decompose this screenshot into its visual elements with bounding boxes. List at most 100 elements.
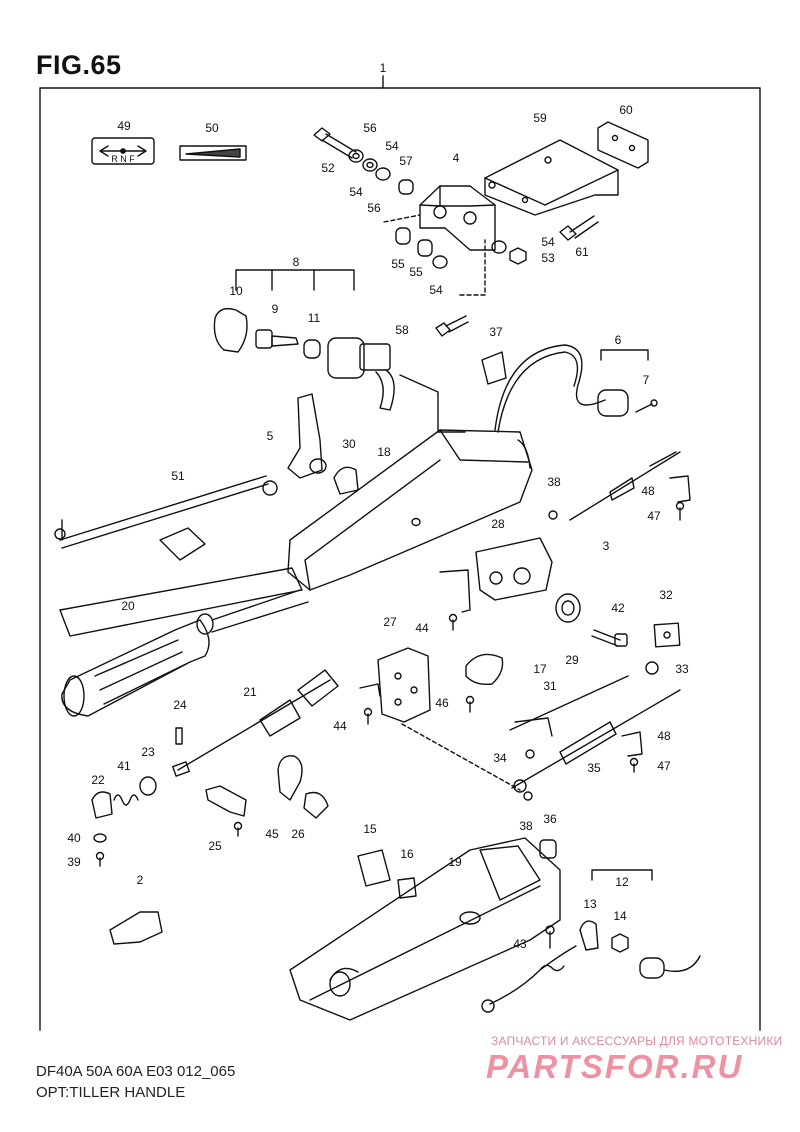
- part-41-spring: [113, 794, 139, 806]
- callout-59: 59: [533, 111, 547, 125]
- callout-37: 37: [489, 325, 503, 339]
- bracket-8: [235, 269, 355, 291]
- part-56-washer-b: [375, 167, 391, 181]
- part-16-clip: [397, 877, 417, 899]
- part-44-screw-b: [363, 707, 373, 725]
- part-56-washer: [348, 149, 364, 163]
- part-26-clamp: [277, 755, 329, 819]
- callout-26: 26: [291, 827, 305, 841]
- part-4-bracket: [419, 185, 496, 251]
- callout-47b: 47: [657, 759, 671, 773]
- callout-50: 50: [205, 121, 219, 135]
- callout-1: 1: [380, 61, 387, 75]
- part-17-knob: [465, 653, 504, 686]
- callout-49: 49: [117, 119, 131, 133]
- part-12-lanyard: [481, 945, 577, 1013]
- watermark-brand: PARTSFOR.RU: [486, 1048, 744, 1085]
- part-12-stop-switch: [639, 955, 701, 979]
- callout-39: 39: [67, 855, 81, 869]
- callout-35: 35: [587, 761, 601, 775]
- part-39-screw: [95, 851, 105, 867]
- part-52-bolt: [313, 127, 357, 159]
- part-23-collar: [139, 776, 157, 796]
- callout-28: 28: [491, 517, 505, 531]
- callout-4: 4: [453, 151, 460, 165]
- part-22-holder: [91, 791, 113, 819]
- callout-25: 25: [208, 839, 222, 853]
- part-20-grip: [61, 619, 210, 717]
- watermark-tagline: ЗАПЧАСТИ И АКСЕССУАРЫ ДЛЯ МОТОТЕХНИКИ: [491, 1034, 783, 1048]
- part-30-clip: [333, 466, 359, 495]
- callout-44: 44: [415, 621, 429, 635]
- callout-43: 43: [513, 937, 527, 951]
- part-11-ring: [303, 339, 321, 359]
- callout-55: 55: [391, 257, 405, 271]
- callout-13: 13: [583, 897, 597, 911]
- part-35-cable: [511, 689, 681, 793]
- callout-30: 30: [342, 437, 356, 451]
- callout-24: 24: [173, 698, 187, 712]
- part-55-collar-b: [417, 239, 433, 257]
- part-46-screw: [465, 695, 475, 713]
- callout-12: 12: [615, 875, 629, 889]
- part-55-collar: [395, 227, 411, 245]
- callout-5: 5: [267, 429, 274, 443]
- callout-6: 6: [615, 333, 622, 347]
- callout-42: 42: [611, 601, 625, 615]
- part-33-cap: [645, 661, 659, 675]
- callout-48b: 48: [657, 729, 671, 743]
- part-36-damper: [539, 839, 557, 859]
- part-47-screw-b: [629, 757, 639, 773]
- callout-61: 61: [575, 245, 589, 259]
- part-57-collar: [398, 179, 414, 195]
- part-9-key: [255, 329, 299, 349]
- section-title: OPT:TILLER HANDLE: [36, 1084, 186, 1101]
- part-21-cable: [172, 669, 339, 777]
- part-47-screw: [675, 501, 685, 521]
- part-37-grommet: [481, 351, 507, 385]
- callout-54b: 54: [349, 185, 363, 199]
- part-31-rod: [509, 675, 629, 737]
- callout-56: 56: [363, 121, 377, 135]
- callout-57: 57: [399, 154, 413, 168]
- part-15-relay: [357, 849, 391, 887]
- part-2-bracket: [109, 911, 163, 945]
- part-13-lanyard-clip: [579, 920, 599, 951]
- part-42-bolt: [591, 629, 628, 647]
- callout-22: 22: [91, 773, 105, 787]
- callout-40: 40: [67, 831, 81, 845]
- callout-20: 20: [121, 599, 135, 613]
- callout-2: 2: [137, 873, 144, 887]
- callout-44b: 44: [333, 719, 347, 733]
- callout-60: 60: [619, 103, 633, 117]
- part-48-bracket-b: [621, 731, 643, 757]
- part-51-link-rod: [54, 475, 278, 561]
- callout-56b: 56: [367, 201, 381, 215]
- callout-21: 21: [243, 685, 257, 699]
- callout-34: 34: [493, 751, 507, 765]
- callout-45: 45: [265, 827, 279, 841]
- callout-46: 46: [435, 696, 449, 710]
- callout-54d: 54: [429, 283, 443, 297]
- part-8-switch: [327, 337, 395, 411]
- callout-33: 33: [675, 662, 689, 676]
- callout-29: 29: [565, 653, 579, 667]
- part-40-washer: [93, 833, 107, 843]
- part-61-bolt: [559, 215, 599, 241]
- callout-15: 15: [363, 822, 377, 836]
- part-54-washer-d: [491, 240, 507, 254]
- part-38-eclip: [548, 510, 558, 520]
- callout-55b: 55: [409, 265, 423, 279]
- part-34-clip: [525, 749, 535, 759]
- callout-18: 18: [377, 445, 391, 459]
- model-code: DF40A 50A 60A E03 012_065: [36, 1063, 236, 1080]
- part-20-shaft: [59, 567, 303, 637]
- part-6-connector: [597, 389, 629, 417]
- callout-38: 38: [547, 475, 561, 489]
- part-5-throttle-lever: [287, 393, 323, 479]
- part-14-nut: [611, 933, 629, 953]
- part-38-eclip-b: [523, 791, 533, 801]
- part-32-plate: [653, 622, 681, 648]
- callout-54: 54: [385, 139, 399, 153]
- part-45-screw: [233, 821, 243, 837]
